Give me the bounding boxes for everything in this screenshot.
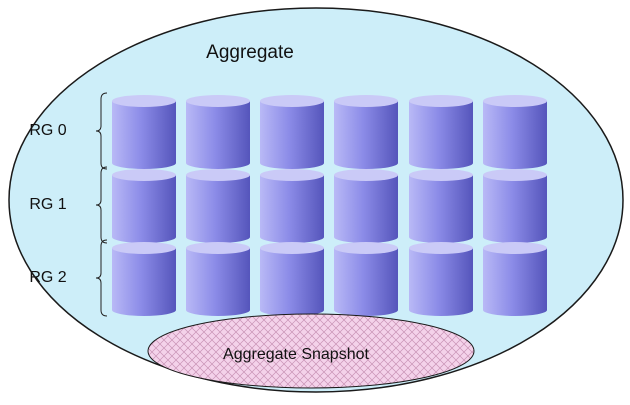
disk-body [260,101,324,169]
disk-top [186,95,250,107]
snapshot-label: Aggregate Snapshot [223,346,369,363]
disk-top [112,242,176,254]
disk-cylinder [483,242,547,316]
disk-top [112,169,176,181]
disk-top [483,169,547,181]
disk-body [260,248,324,316]
disk-body [409,101,473,169]
disk-body [334,101,398,169]
raid-group-bracket [95,166,108,244]
disk-body [112,101,176,169]
disk-cylinder [260,95,324,169]
raid-group-brackets [95,92,108,317]
disk-cylinder [334,242,398,316]
disk-top [334,169,398,181]
disk-body [483,248,547,316]
disk-body [186,175,250,243]
disk-body [186,101,250,169]
disk-top [334,242,398,254]
disk-body [334,175,398,243]
snapshot-ellipse [147,313,475,389]
disk-body [260,175,324,243]
disk-cylinder [112,242,176,316]
disk-top [260,242,324,254]
disk-top [409,242,473,254]
disk-body [112,248,176,316]
disk-top [334,95,398,107]
disk-cylinder [483,169,547,243]
disk-top [483,95,547,107]
disk-body [112,175,176,243]
disk-body [334,248,398,316]
disk-top [260,95,324,107]
disk-body [186,248,250,316]
disk-top [112,95,176,107]
raid-group-label: RG 1 [29,196,66,213]
raid-group-bracket [95,239,108,317]
disk-top [186,169,250,181]
raid-group-label: RG 2 [29,269,66,286]
disk-body [483,175,547,243]
disk-grid [112,95,547,316]
disk-body [409,175,473,243]
disk-cylinder [409,95,473,169]
disk-cylinder [186,95,250,169]
disk-cylinder [334,169,398,243]
disk-top [409,169,473,181]
disk-top [260,169,324,181]
disk-top [186,242,250,254]
disk-cylinder [409,169,473,243]
disk-cylinder [186,169,250,243]
disk-body [409,248,473,316]
disk-cylinder [483,95,547,169]
raid-group-labels: RG 0 RG 1 RG 2 [29,122,66,286]
raid-group-bracket [95,92,108,170]
disk-cylinder [409,242,473,316]
disk-cylinder [112,95,176,169]
raid-group-label: RG 0 [29,122,66,139]
disk-cylinder [260,169,324,243]
disk-cylinder [334,95,398,169]
disk-cylinder [186,242,250,316]
disk-body [483,101,547,169]
disk-top [483,242,547,254]
disk-cylinder [112,169,176,243]
disk-top [409,95,473,107]
aggregate-title: Aggregate [206,42,294,63]
disk-cylinder [260,242,324,316]
